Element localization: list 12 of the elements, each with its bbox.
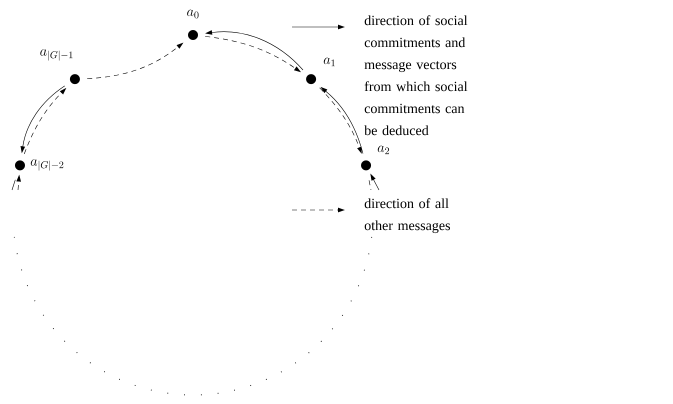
node-dot (361, 160, 372, 170)
node-label: $a_1$ (324, 58, 335, 66)
node-dot (70, 74, 80, 84)
node-dot (188, 30, 198, 40)
node-label: $a_{|G|-2}$ (30, 159, 64, 171)
legend-text: direction of all other messages (364, 198, 450, 234)
node-dot (306, 74, 316, 84)
node-label: $a_0$ (187, 10, 199, 18)
legend-text: direction of social commitments and message vectors from which social commitments can be deduced (364, 15, 468, 136)
node-dot (14, 160, 25, 170)
node-label: $a_{|G|-1}$ (40, 49, 72, 61)
node-label: $a_2$ (378, 146, 390, 154)
